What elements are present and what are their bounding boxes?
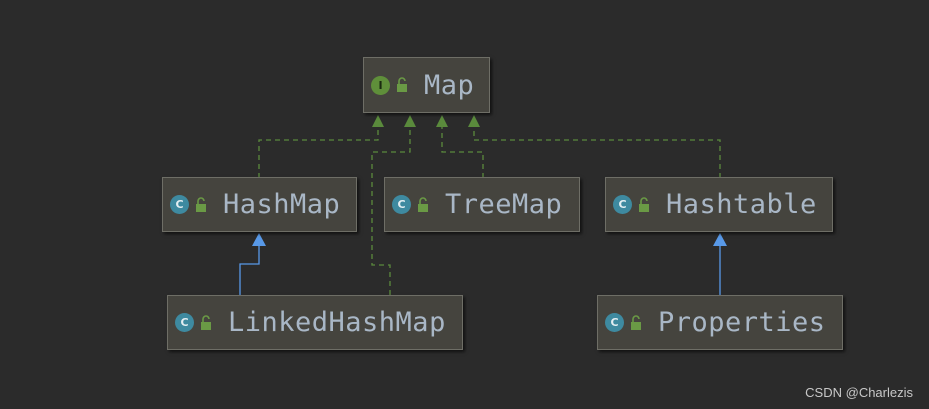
edge-hashmap-implements-map xyxy=(258,127,379,178)
arrowhead-hashmap-map xyxy=(372,115,384,127)
arrowhead-hashtable-map xyxy=(468,115,480,127)
arrowhead-properties-hashtable xyxy=(713,233,727,246)
node-properties[interactable]: C Properties xyxy=(597,295,843,350)
edge-treemap-implements-map xyxy=(441,127,484,178)
class-icon: C xyxy=(175,313,194,332)
node-label: HashMap xyxy=(223,189,341,220)
node-treemap[interactable]: C TreeMap xyxy=(384,177,580,232)
arrowhead-linkedhashmap-map xyxy=(404,115,416,127)
arrowhead-linkedhashmap-hashmap xyxy=(252,233,266,246)
class-icon: C xyxy=(392,195,411,214)
unlock-icon xyxy=(196,196,206,212)
node-label: Hashtable xyxy=(666,189,817,220)
unlock-icon xyxy=(639,196,649,212)
node-label: LinkedHashMap xyxy=(228,307,446,338)
node-linkedhashmap[interactable]: C LinkedHashMap xyxy=(167,295,463,350)
unlock-icon xyxy=(201,314,211,330)
class-icon: C xyxy=(605,313,624,332)
edge-hashtable-implements-map xyxy=(473,127,721,178)
unlock-icon xyxy=(418,196,428,212)
node-hashtable[interactable]: C Hashtable xyxy=(605,177,833,232)
arrowhead-treemap-map xyxy=(436,115,448,127)
class-icon: C xyxy=(170,195,189,214)
node-hashmap[interactable]: C HashMap xyxy=(162,177,357,232)
node-label: TreeMap xyxy=(445,189,563,220)
watermark: CSDN @Charlezis xyxy=(805,385,913,400)
interface-icon: I xyxy=(371,75,390,95)
edge-linkedhashmap-extends-hashmap xyxy=(239,246,260,296)
class-icon: C xyxy=(613,195,632,214)
unlock-icon xyxy=(397,77,407,92)
node-label: Properties xyxy=(658,307,826,338)
node-map[interactable]: I Map xyxy=(363,57,490,113)
node-label: Map xyxy=(424,69,475,101)
unlock-icon xyxy=(631,314,641,330)
